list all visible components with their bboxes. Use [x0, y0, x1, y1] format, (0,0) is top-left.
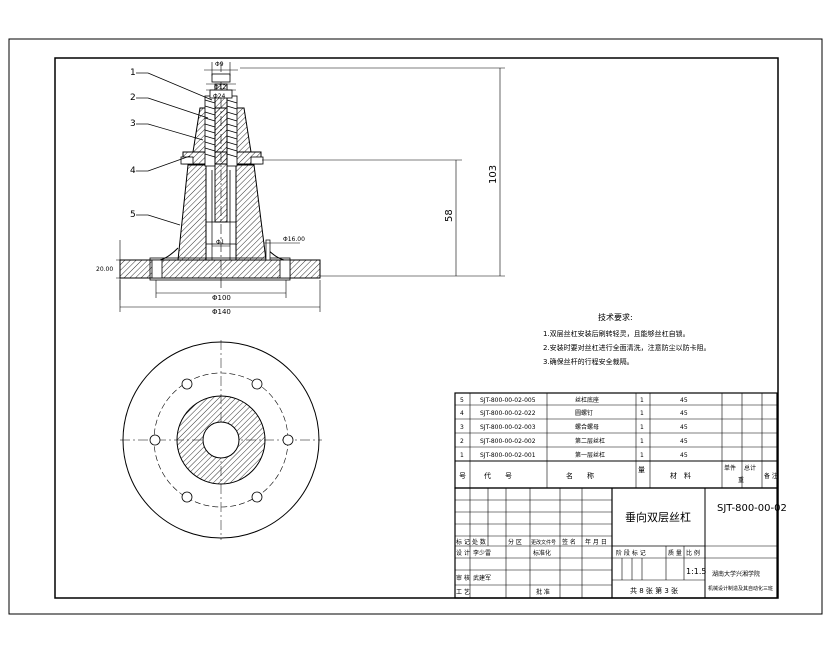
part-name: 垂向双层丝杠 — [625, 510, 691, 524]
title-block — [454, 487, 778, 599]
notes-line-2: 2.安装时要对丝杠进行全面清洗，注意防尘以防卡阻。 — [543, 343, 711, 352]
bom-header-code: 代 号 — [484, 471, 512, 480]
bom-row-name: 第二层丝杠 — [575, 437, 605, 445]
callout-3: 3 — [130, 119, 136, 129]
dim-bore: Φ24 — [213, 93, 226, 100]
label-process: 工 艺 — [456, 588, 470, 596]
front-section-view — [119, 62, 321, 290]
part-callouts — [136, 72, 213, 226]
bom-row-name: 丝杠底座 — [575, 396, 599, 404]
dim-103: 103 — [488, 165, 499, 184]
bom-row-code: SJT-800-00-02-003 — [480, 424, 536, 431]
bom-row-qty: 1 — [640, 438, 644, 445]
major-name: 机械设计制造及其自动化三班 — [708, 585, 773, 592]
dim-top-width: Φ9 — [215, 61, 224, 68]
notes-line-1: 1.双层丝杠安装后刷转轻灵，且能够丝杠自锁。 — [543, 329, 690, 338]
designer-name: 李少雷 — [473, 549, 491, 557]
label-sign: 签 名 — [562, 538, 576, 546]
notes-title: 技术要求: — [598, 312, 633, 322]
label-mark: 标 记 — [456, 538, 470, 546]
bom-header-name: 名 称 — [566, 471, 594, 480]
bom-header-single: 单件 — [724, 464, 736, 472]
bom-row-qty: 1 — [640, 410, 644, 417]
outer-border — [8, 38, 823, 615]
bom-row-no: 4 — [460, 410, 464, 417]
label-design: 设 计 — [456, 549, 470, 557]
drawing-number: SJT-800-00-02 — [717, 503, 787, 514]
bom-row-code: SJT-800-00-02-001 — [480, 452, 536, 459]
label-count: 处 数 — [472, 538, 486, 546]
notes-line-3: 3.确保丝杆的行程安全裁隔。 — [543, 357, 634, 366]
label-weight: 质 量 — [668, 549, 682, 557]
dim-bolt-circle: Φ100 — [212, 294, 231, 302]
sheet-count: 共 8 张 第 3 张 — [630, 586, 678, 595]
bom-row-material: 45 — [680, 397, 688, 404]
bom-row-code: SJT-800-00-02-022 — [480, 410, 536, 417]
bom-row-no: 5 — [460, 397, 464, 404]
bom-row-code: SJT-800-00-02-005 — [480, 397, 536, 404]
bom-row-name: 第一层丝杠 — [575, 451, 605, 459]
bom-row-material: 45 — [680, 410, 688, 417]
bom-header: 号 代 号 名 称 量 材 料 单件 总计 重 备 注 — [459, 464, 778, 484]
title-block-text: 垂向双层丝杠 SJT-800-00-02 标 记 处 数 分 区 更改文件号 签… — [456, 503, 787, 596]
top-view — [120, 340, 322, 540]
label-stage: 阶 段 标 记 — [616, 549, 646, 557]
dim-base-height: 20.00 — [96, 266, 113, 273]
dim-58: 58 — [444, 209, 455, 222]
label-zone: 分 区 — [508, 538, 522, 546]
label-standard: 标准化 — [533, 549, 551, 557]
bom-header-qty: 量 — [638, 466, 645, 474]
bom-header-total: 总计 — [744, 464, 756, 472]
inner-border — [54, 57, 779, 599]
callout-2: 2 — [130, 93, 136, 103]
bom-row-qty: 1 — [640, 452, 644, 459]
bom-header-no: 号 — [459, 472, 466, 480]
bom-header-remark: 备 注 — [764, 472, 778, 480]
bom-row-material: 45 — [680, 424, 688, 431]
label-scale: 比 例 — [686, 549, 700, 557]
dimension-lines — [116, 62, 505, 312]
callout-1: 1 — [130, 68, 136, 78]
bom-row-no: 3 — [460, 424, 464, 431]
bom-row-qty: 1 — [640, 424, 644, 431]
bom-row-name: 圆螺钉 — [575, 409, 593, 417]
dim-inner-dia: Φ1 — [216, 239, 225, 246]
bom-row-material: 45 — [680, 438, 688, 445]
dim-outer-dia: Φ140 — [212, 308, 231, 316]
bom-row-no: 1 — [460, 452, 464, 459]
dim-hole-dia: Φ16.00 — [283, 236, 305, 243]
reviewer-name: 武建军 — [473, 574, 491, 582]
bom-row-no: 2 — [460, 438, 464, 445]
bom-header-weight: 重 — [738, 476, 744, 484]
dim-top-sub: Φ12 — [214, 84, 227, 91]
label-approve: 批 准 — [536, 588, 550, 596]
scale-value: 1:1.5 — [686, 567, 707, 576]
bom-header-material: 材 料 — [670, 471, 691, 480]
bom-row-qty: 1 — [640, 397, 644, 404]
label-date: 年 月 日 — [585, 538, 607, 546]
bom-row-code: SJT-800-00-02-002 — [480, 438, 536, 445]
callout-4: 4 — [130, 166, 136, 176]
bom-table — [454, 392, 778, 489]
school-name: 湖南大学兴湘学院 — [712, 570, 760, 578]
label-doc: 更改文件号 — [531, 539, 556, 546]
callout-5: 5 — [130, 210, 136, 220]
bom-row-material: 45 — [680, 452, 688, 459]
bom-rows: 5 SJT-800-00-02-005 丝杠底座 1 45 4 SJT-800-… — [460, 396, 688, 459]
bom-row-name: 螺合螺母 — [575, 423, 599, 431]
label-review: 审 核 — [456, 574, 470, 582]
